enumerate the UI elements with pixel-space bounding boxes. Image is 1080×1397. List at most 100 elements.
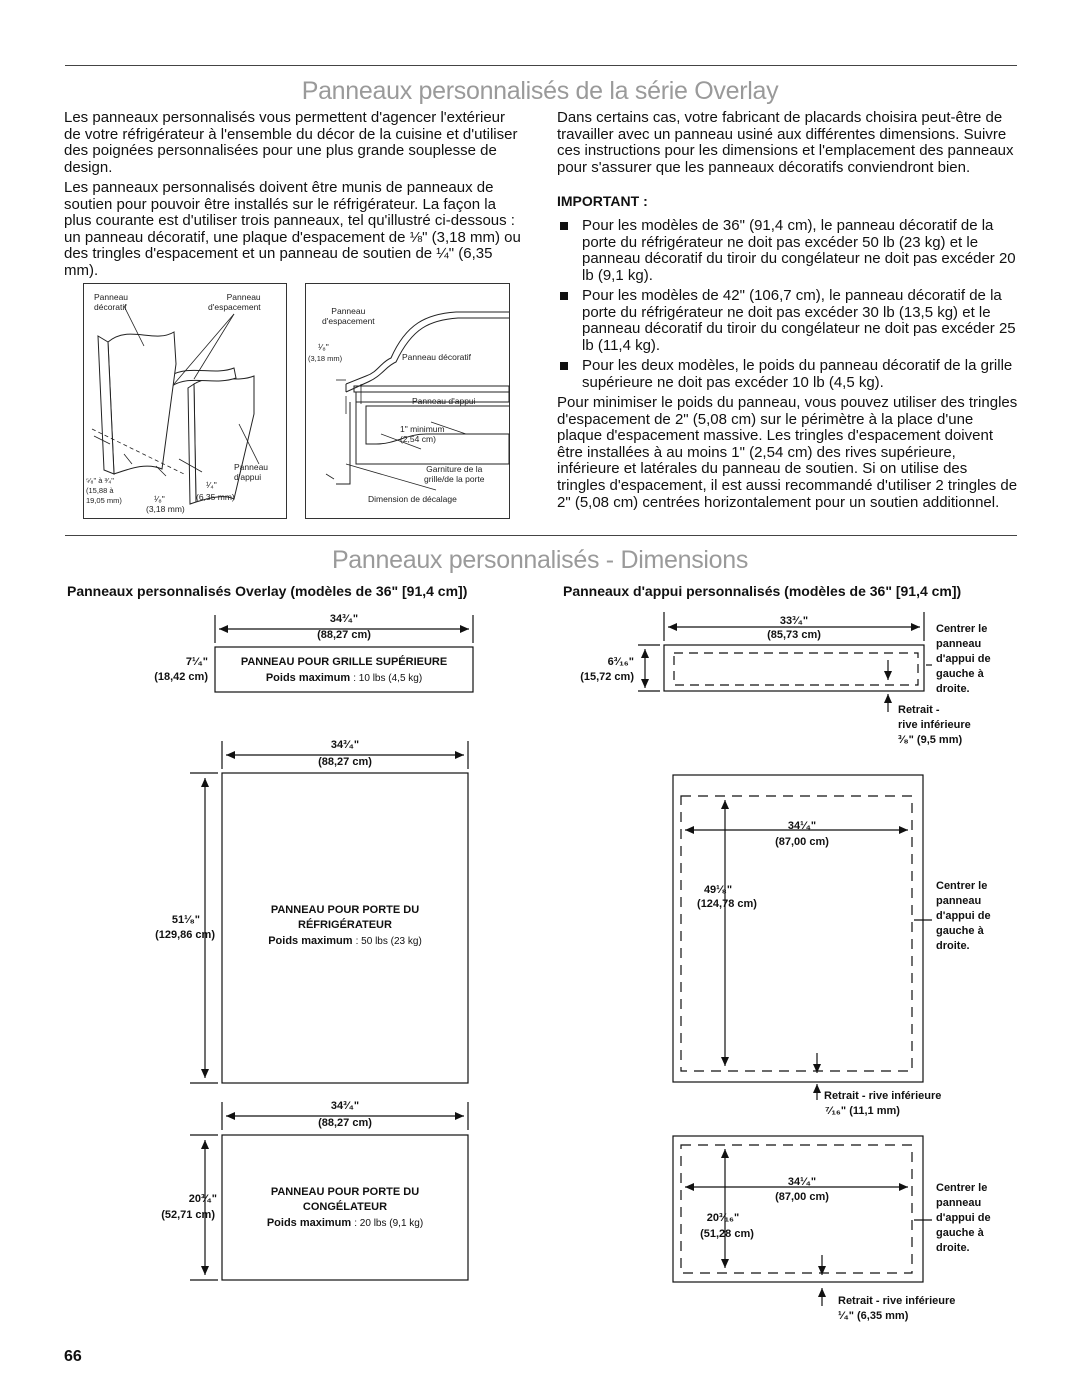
refrig-height-cm: (129,86 cm) <box>155 929 215 941</box>
dim-quarter: ¹⁄₄" <box>206 480 217 490</box>
figure-section-view: Panneau d'espacement ¹⁄₈" (3,18 mm) Pann… <box>305 283 510 519</box>
bullet-square <box>560 362 568 370</box>
label-support-panel: Panneau d'appui <box>234 462 269 482</box>
support-panel-profile <box>355 391 510 403</box>
support-grille-offset-label: Retrait - rive inférieure <box>898 704 971 731</box>
decorative-panel-profile <box>345 311 509 385</box>
dim-eighth-mm: (3,18 mm) <box>146 504 185 514</box>
support-refrig-width-in: 34¹⁄₄" <box>787 820 817 832</box>
label-spacer-panel: Panneau d'espacement <box>208 292 261 312</box>
grille-height-in: 7¹⁄₄" <box>185 656 208 668</box>
spacer-panel-shape <box>169 367 237 387</box>
support-refrig-center-note: Centrer le panneau d'appui de gauche à d… <box>936 880 991 952</box>
figure-panel-assembly: Panneau décoratif Panneau d'espacement P… <box>83 283 287 519</box>
grille-height-cm: (18,42 cm) <box>154 671 208 683</box>
support-freezer-width-cm: (87,00 cm) <box>775 1191 829 1203</box>
support-grille-height-in: 6³⁄₁₆" <box>607 656 634 668</box>
paragraph-cabinet-maker: Dans certains cas, votre fabricant de pl… <box>557 109 1014 176</box>
max-weight-value: : 20 lbs (9,1 kg) <box>354 1218 424 1229</box>
label-minimum: 1" minimum (2,54 cm) <box>400 424 445 444</box>
bullet-text: Pour les modèles de 42" (106,7 cm), le p… <box>582 287 1016 354</box>
refrig-width-cm: (88,27 cm) <box>318 756 372 768</box>
grille-width-in: 34³⁄₄" <box>329 613 359 625</box>
page-number: 66 <box>64 1348 82 1365</box>
refrig-panel-label-1: PANNEAU POUR PORTE DU <box>270 904 420 916</box>
paragraph-support-panels: Les panneaux personnalisés doivent être … <box>64 179 521 279</box>
freezer-support-rect <box>672 1135 924 1283</box>
bullet-text: Pour les modèles de 36" (91,4 cm), le pa… <box>582 217 1016 284</box>
support-refrig-height-in: 49¹⁄₈" <box>703 884 733 896</box>
grille-width-cm: (88,27 cm) <box>317 629 371 641</box>
freezer-width-cm: (88,27 cm) <box>318 1117 372 1129</box>
subheading-support: Panneaux d'appui personnalisés (modèles … <box>563 583 962 599</box>
support-freezer-offset-label: Retrait - rive inférieure <box>838 1295 956 1307</box>
freezer-width-in: 34³⁄₄" <box>330 1100 360 1112</box>
refrig-panel-label-2: RÉFRIGÉRATEUR <box>298 919 392 931</box>
support-freezer-height-cm: (51,28 cm) <box>700 1228 754 1240</box>
important-heading: IMPORTANT : <box>557 193 648 209</box>
grille-support-rect <box>663 644 925 692</box>
dim-eighth: ¹⁄₈" <box>154 494 165 504</box>
freezer-height-in: 20³⁄₄" <box>188 1193 217 1205</box>
section-title-overlay: Panneaux personnalisés de la série Overl… <box>301 77 779 105</box>
grille-panel-rect <box>214 646 474 693</box>
panel-assembly-drawing <box>91 305 260 505</box>
refrig-width-in: 34³⁄₄" <box>330 739 360 751</box>
freezer-max-weight: Poids maximum : 20 lbs (9,1 kg) <box>222 1216 468 1231</box>
decorative-panel-shape <box>107 331 177 475</box>
refrigerator-support-dashed <box>680 795 913 1072</box>
bullet-text: Pour les deux modèles, le poids du panne… <box>582 357 1013 391</box>
freezer-height-cm: (52,71 cm) <box>161 1209 215 1221</box>
freezer-panel-label-1: PANNEAU POUR PORTE DU <box>270 1186 420 1198</box>
dim-quarter-mm: (6,35 mm) <box>196 492 235 502</box>
dim-eighth-mm: (3,18 mm) <box>308 354 343 363</box>
paragraph-spacer-strips: Pour minimiser le poids du panneau, vous… <box>557 394 1018 511</box>
subheading-overlay: Panneaux personnalisés Overlay (modèles … <box>67 583 468 599</box>
label-decorative-panel: Panneau décoratif <box>402 352 471 362</box>
support-grille-center-note: Centrer le panneau d'appui de gauche à d… <box>936 623 991 695</box>
section-title-dimensions: Panneaux personnalisés - Dimensions <box>331 546 749 574</box>
support-grille-width-cm: (85,73 cm) <box>767 629 821 641</box>
grille-support-dashed <box>673 652 919 686</box>
support-refrig-offset-label: Retrait - rive inférieure <box>824 1090 942 1102</box>
refrigerator-panel-rect <box>221 772 469 1084</box>
refrig-height-in: 51¹⁄₈" <box>171 914 200 926</box>
freezer-panel-rect <box>221 1134 469 1281</box>
support-grille-height-cm: (15,72 cm) <box>580 671 634 683</box>
bullet-square <box>560 222 568 230</box>
dim-decorative-thickness: ⁵⁄₈" à ³⁄₄" (15,88 à 19,05 mm) <box>86 476 122 505</box>
support-freezer-height-in: 20³⁄₁₆" <box>706 1212 740 1224</box>
section-rule <box>65 535 1017 536</box>
freezer-panel-label-2: CONGÉLATEUR <box>302 1201 388 1213</box>
top-rule <box>65 65 1017 66</box>
refrigerator-support-rect <box>672 774 924 1083</box>
support-freezer-width-in: 34¹⁄₄" <box>787 1176 817 1188</box>
refrig-max-weight: Poids maximum : 50 lbs (23 kg) <box>222 934 468 949</box>
max-weight-label: Poids maximum <box>268 935 353 947</box>
label-decorative-panel: Panneau décoratif <box>94 292 129 312</box>
support-freezer-offset-value: ¹⁄₄" (6,35 mm) <box>838 1310 909 1322</box>
support-refrig-offset-value: ⁷⁄₁₆" (11,1 mm) <box>825 1105 900 1117</box>
bullet-item: Pour les deux modèles, le poids du panne… <box>560 357 1020 392</box>
support-freezer-center-note: Centrer le panneau d'appui de gauche à d… <box>936 1182 991 1254</box>
support-refrig-height-cm: (124,78 cm) <box>697 898 757 910</box>
bullet-item: Pour les modèles de 42" (106,7 cm), le p… <box>560 287 1020 354</box>
section-view-drawing <box>325 311 510 491</box>
max-weight-value: : 50 lbs (23 kg) <box>355 936 422 947</box>
label-spacer-panel: Panneau d'espacement <box>322 306 375 326</box>
label-trim: Garniture de la grille/de la porte <box>424 464 485 484</box>
label-offset: Dimension de décalage <box>368 494 457 504</box>
freezer-support-dashed <box>680 1144 913 1274</box>
grille-panel-label: PANNEAU POUR GRILLE SUPÉRIEURE <box>240 656 448 668</box>
max-weight-label: Poids maximum <box>266 1217 352 1229</box>
max-weight-label: Poids maximum <box>265 672 351 684</box>
support-grille-width-in: 33³⁄₄" <box>779 615 809 627</box>
support-grille-offset-value: ³⁄₈" (9,5 mm) <box>898 734 963 746</box>
bullet-item: Pour les modèles de 36" (91,4 cm), le pa… <box>560 217 1020 284</box>
dim-eighth: ¹⁄₈" <box>318 342 329 352</box>
support-refrig-width-cm: (87,00 cm) <box>775 836 829 848</box>
grille-max-weight: Poids maximum : 10 lbs (4,5 kg) <box>215 671 473 686</box>
bullet-square <box>560 292 568 300</box>
paragraph-intro: Les panneaux personnalisés vous permette… <box>64 109 518 176</box>
